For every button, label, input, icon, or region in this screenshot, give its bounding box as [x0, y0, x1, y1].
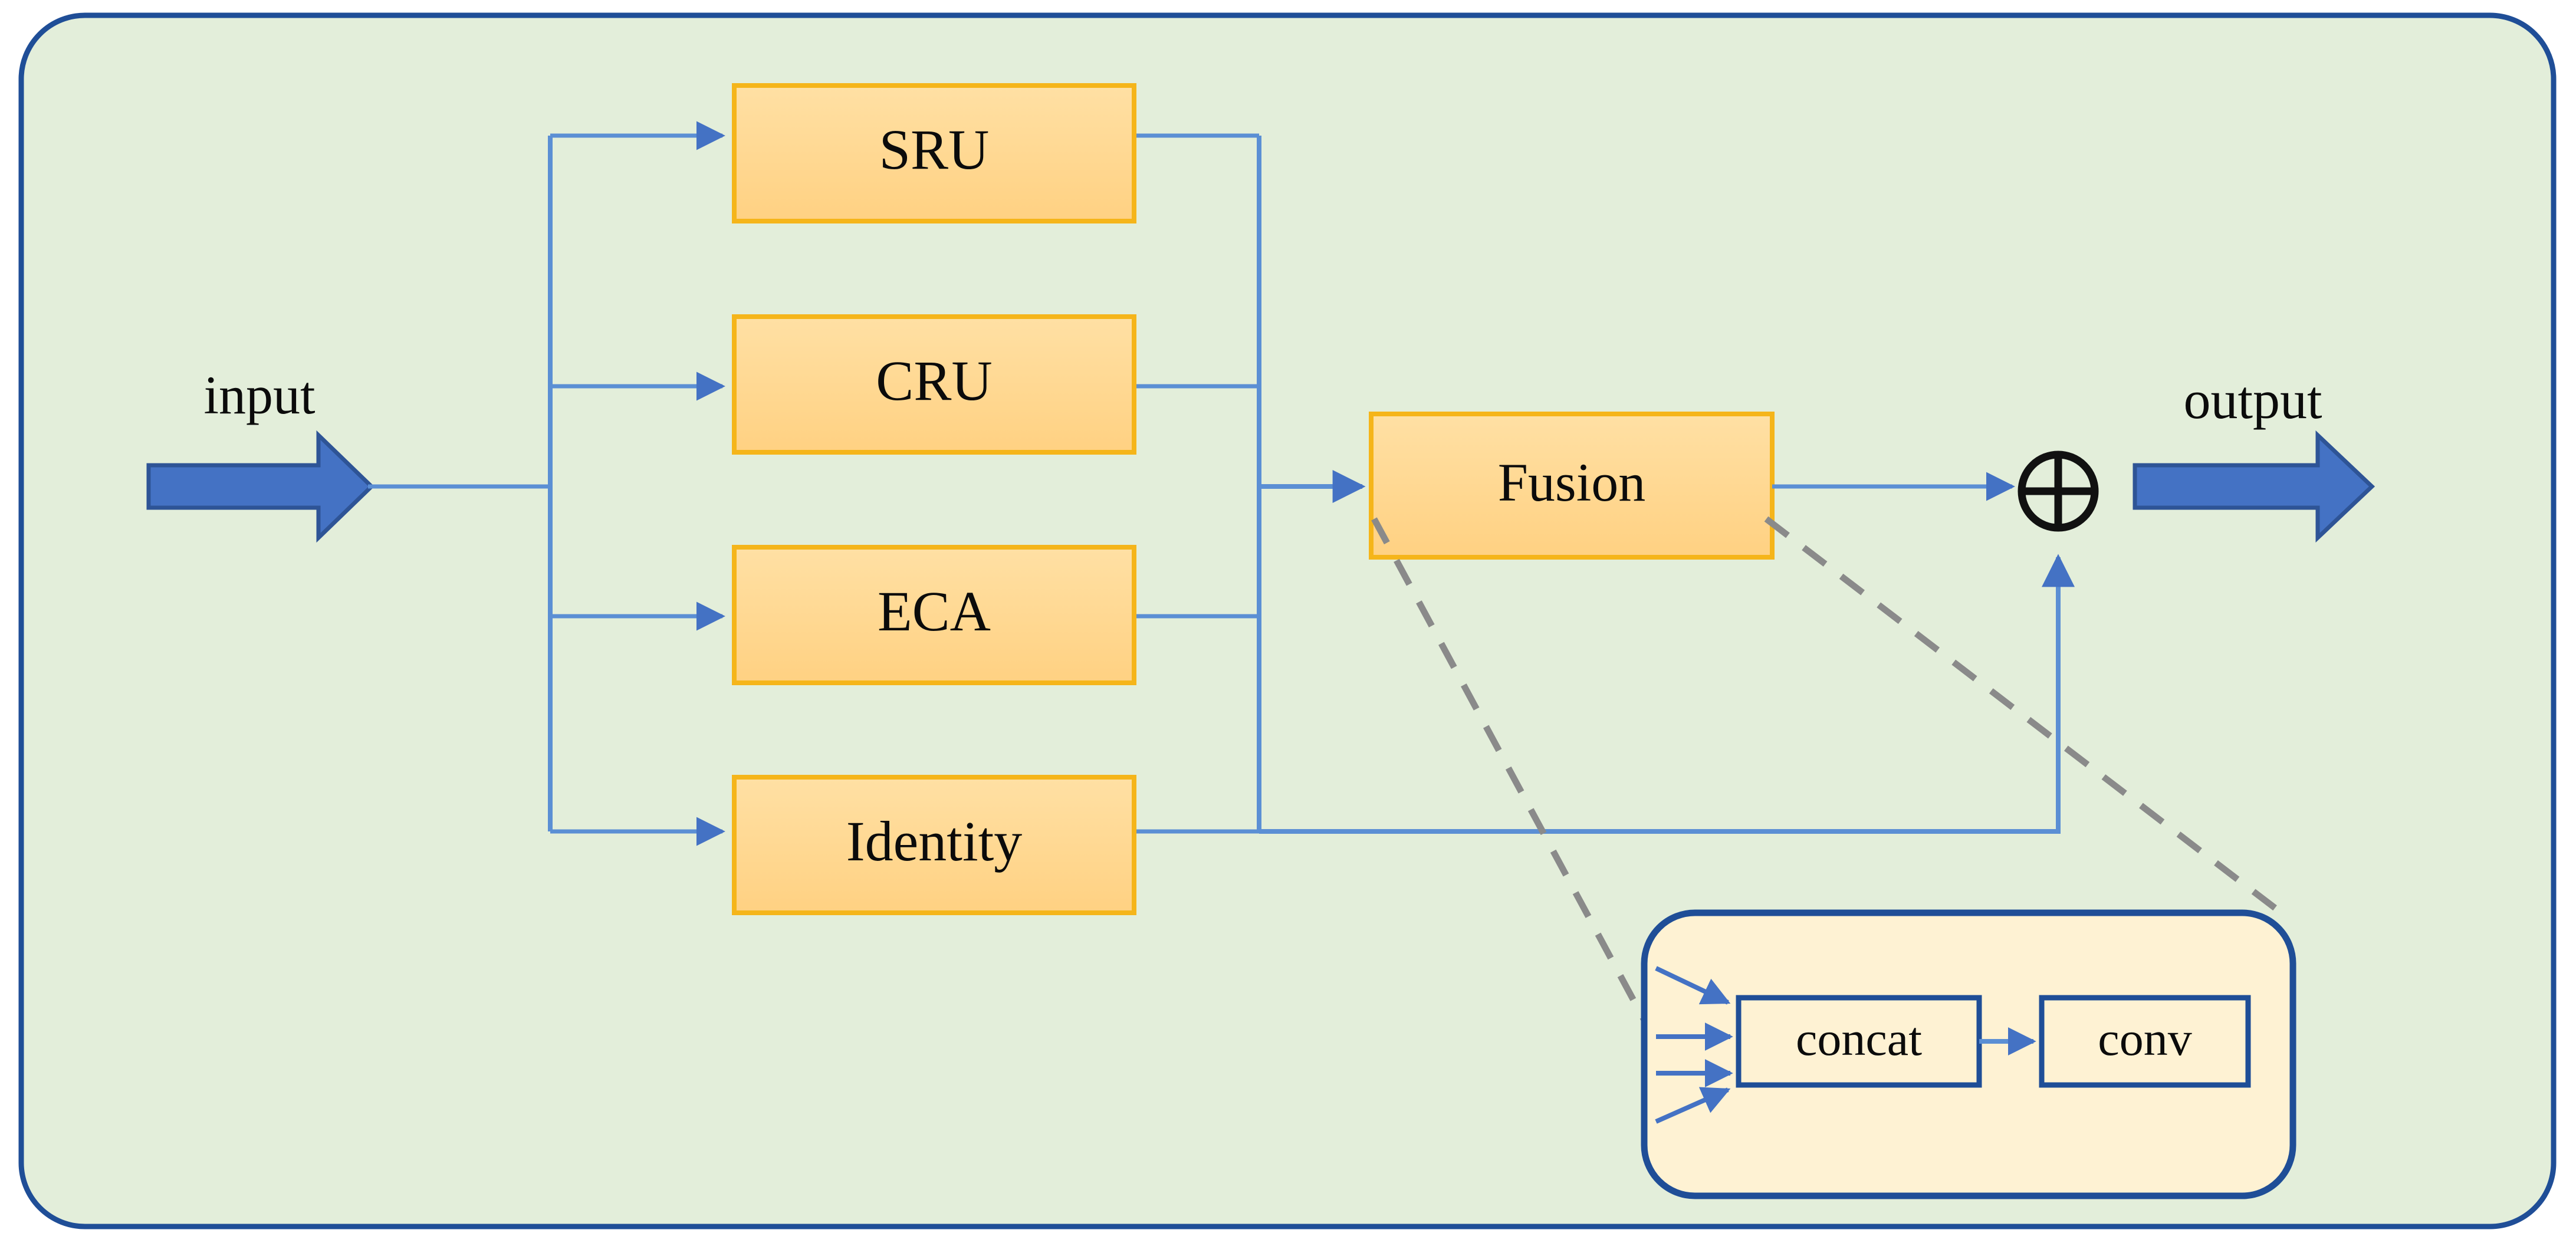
callout-dashed-right	[1764, 516, 2293, 923]
branch-box-eca[interactable]: ECA	[732, 545, 1136, 685]
input-label: input	[203, 365, 316, 425]
branch-box-cru[interactable]: CRU	[732, 314, 1136, 455]
conv-label: conv	[2098, 1012, 2191, 1066]
branch-label-cru: CRU	[876, 349, 992, 412]
branch-label-eca: ECA	[878, 580, 991, 643]
branch-label-identity: Identity	[846, 810, 1023, 873]
conv-box[interactable]: conv	[2039, 995, 2251, 1088]
fusion-box[interactable]: Fusion	[1369, 412, 1775, 560]
callout-dashed-left	[1371, 517, 1654, 1035]
branch-label-sru: SRU	[879, 118, 990, 181]
branch-box-sru[interactable]: SRU	[732, 83, 1136, 223]
output-label: output	[2183, 370, 2322, 430]
concat-box[interactable]: concat	[1736, 995, 1982, 1088]
branch-box-identity[interactable]: Identity	[732, 775, 1136, 915]
identity-skip-connection	[1259, 554, 2075, 834]
output-arrow-icon	[2133, 430, 2375, 543]
fusion-label: Fusion	[1498, 452, 1646, 512]
sum-node-icon	[2018, 451, 2099, 532]
concat-input-arrow-4	[1655, 1087, 1731, 1124]
input-arrow-icon	[146, 430, 375, 543]
concat-label: concat	[1796, 1012, 1922, 1066]
concat-input-arrow-1	[1655, 966, 1731, 1005]
